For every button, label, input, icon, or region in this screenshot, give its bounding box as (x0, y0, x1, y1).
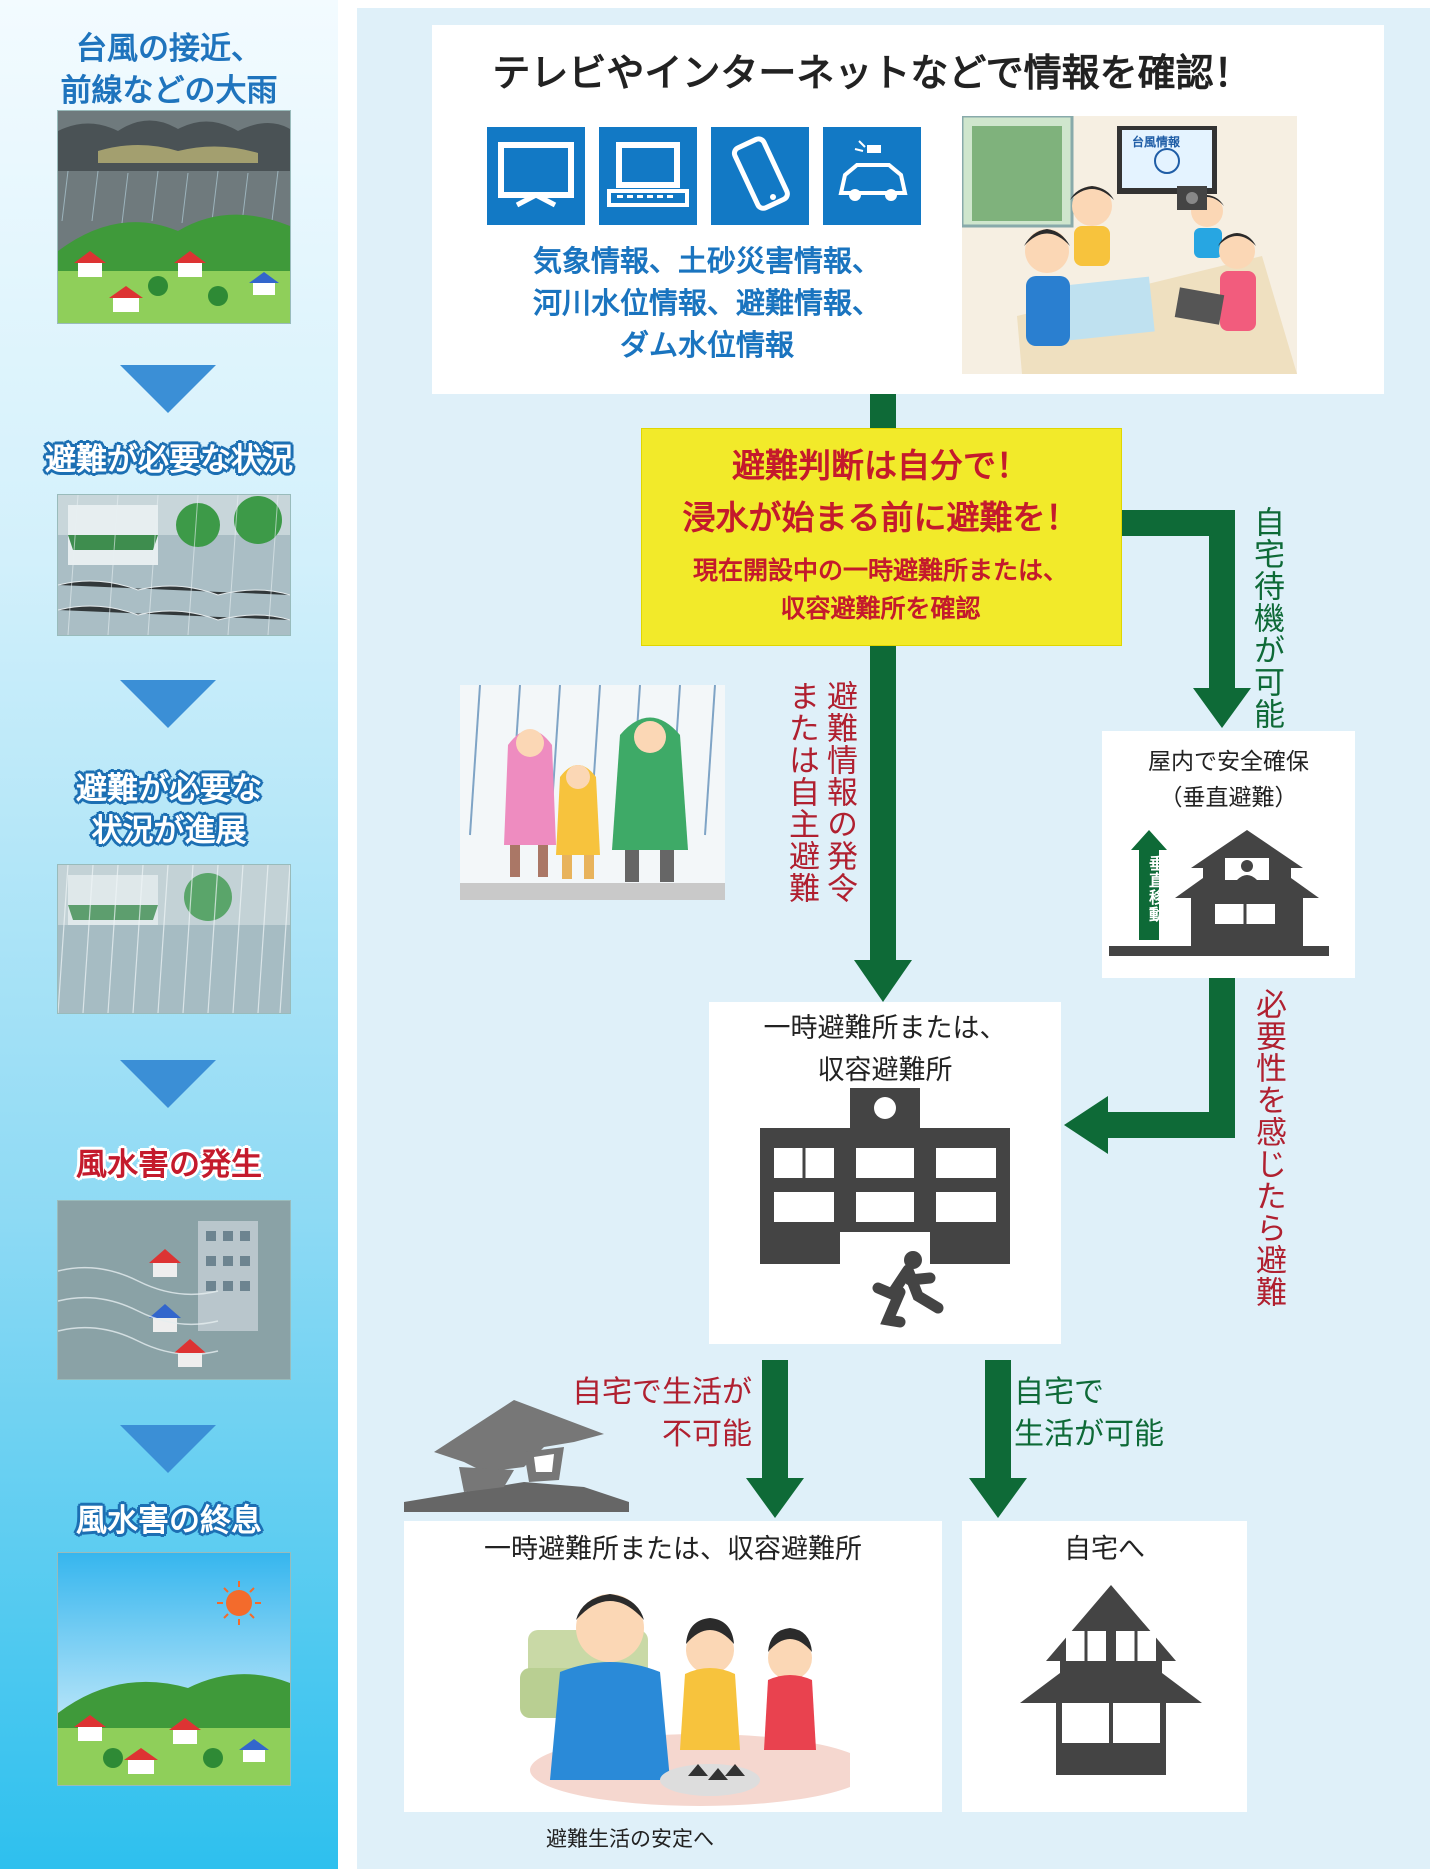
car-radio-icon (823, 127, 921, 225)
stage-title-evac-needed: 避難が必要な状況 (45, 442, 293, 478)
tv-icon (487, 127, 585, 225)
down-arrow-3 (120, 1060, 216, 1108)
stage-title-disaster: 風水害の発生 (76, 1147, 262, 1183)
vertical-evac-title: 屋内で安全確保 （垂直避難） (1148, 749, 1309, 811)
home-icon (1020, 1585, 1202, 1775)
return-home-title: 自宅へ (1064, 1534, 1145, 1565)
timeline-column: 台風の接近、 前線などの大雨 避難が必要な状況 避難が必要な 状況が進展 (0, 0, 338, 1869)
stage-image-flooding-start (57, 494, 291, 636)
shelter-title: 一時避難所または、 収容避難所 (763, 1013, 1007, 1086)
shelter-life-title: 一時避難所または、収容避難所 (484, 1534, 862, 1565)
family-evacuating-illustration (460, 685, 725, 900)
stage-title-recovery: 風水害の終息 (76, 1503, 262, 1539)
label-if-needed: 必要性を感じたら避難 (1250, 988, 1286, 1308)
down-arrow-1 (120, 365, 216, 413)
collapsed-house-illustration (404, 1400, 629, 1512)
label-home-not-possible: 自宅で生活が 不可能 (572, 1375, 752, 1452)
shelter-building-icon (760, 1088, 1010, 1328)
evacuation-decision-box (641, 428, 1122, 646)
info-check-heading: テレビやインターネットなどで情報を確認！ (492, 51, 1252, 95)
decision-line-3: 現在開設中の一時避難所または、 収容避難所を確認 (692, 556, 1068, 623)
stage-image-flooding-worse (57, 864, 291, 1014)
decision-line-2: 浸水が始まる前に避難を！ (682, 498, 1079, 537)
label-home-wait: 自宅待機が可能 (1248, 506, 1284, 730)
smartphone-icon (711, 127, 809, 225)
footer-stabilize: 避難生活の安定へ (546, 1827, 714, 1851)
info-types: 気象情報、土砂災害情報、 河川水位情報、避難情報、 ダム水位情報 (532, 244, 881, 362)
tv-screen-label: 台風情報 (1132, 134, 1181, 149)
family-checking-info-illustration: 台風情報 (962, 116, 1297, 374)
stage-image-heavy-rain (57, 110, 291, 324)
stage-image-disaster (57, 1200, 291, 1380)
down-arrow-2 (120, 680, 216, 728)
vertical-evac-house-icon (1109, 830, 1329, 956)
stage-title-evac-progress: 避難が必要な 状況が進展 (76, 771, 262, 849)
decision-line-1: 避難判断は自分で！ (732, 446, 1029, 485)
stage-title-approach: 台風の接近、 前線などの大雨 (60, 31, 278, 109)
family-at-shelter-illustration (520, 1594, 850, 1806)
label-home-possible: 自宅で 生活が可能 (1014, 1375, 1164, 1452)
down-arrow-4 (120, 1425, 216, 1473)
vertical-move-label: 垂直移動 (1146, 855, 1165, 923)
stage-image-recovery (57, 1552, 291, 1786)
laptop-icon (599, 127, 697, 225)
label-evac-order: 避難情報の発令 または自主避難 (783, 680, 857, 904)
